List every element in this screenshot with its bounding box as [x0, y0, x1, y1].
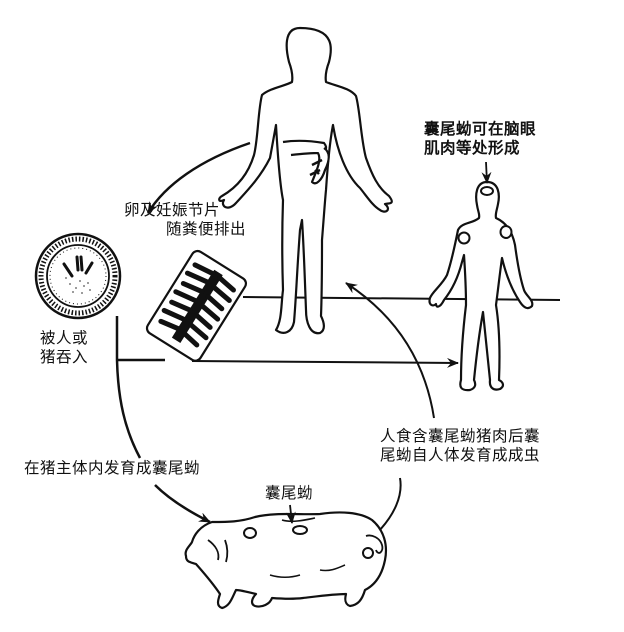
ingested-bracket: [115, 316, 165, 362]
label-eggs-proglottids: 卵及妊娠节片 随粪便排出: [124, 201, 246, 239]
label-cyst-sites: 囊尾蚴可在脑眼 肌肉等处形成: [424, 120, 536, 158]
label-cysticercus: 囊尾蚴: [265, 484, 313, 503]
label-cyst-sites-line1: 囊尾蚴可在脑眼: [424, 120, 537, 138]
label-human-eats-pork: 人食含囊尾蚴猪肉后囊 尾蚴自人体发育成成虫: [380, 427, 540, 465]
arrow-to-pig-head: [154, 484, 211, 524]
proglottid-icon: [145, 249, 248, 362]
arrow-pig-to-human-lower: [375, 477, 402, 535]
cyst-head-icon: [480, 186, 494, 196]
adult-human-figure: [218, 26, 393, 335]
pointer-to-head-cyst: [481, 161, 492, 184]
cyst-arm-right-icon: [499, 225, 513, 239]
infected-human-figure: [428, 180, 534, 392]
label-cysticercus-text: 囊尾蚴: [265, 484, 314, 502]
label-ingested: 被人或 猪吞入: [40, 329, 88, 367]
label-pig-develop: 在猪主体内发育成囊尾蚴: [24, 459, 200, 478]
label-ingested-line1: 被人或: [40, 329, 89, 347]
label-pig-develop-text: 在猪主体内发育成囊尾蚴: [24, 459, 201, 477]
pointer-to-pig-cyst: [285, 504, 296, 524]
label-human-eats-line2: 尾蚴自人体发育成成虫: [380, 446, 541, 464]
pig-figure: [184, 511, 388, 610]
label-eggs-line1: 卵及妊娠节片: [124, 201, 221, 219]
arrow-to-infected-human: [191, 357, 459, 368]
arrow-human-to-egg: [146, 141, 251, 214]
cyst-arm-left-icon: [457, 231, 471, 245]
label-ingested-line2: 猪吞入: [40, 348, 89, 366]
arrow-egg-to-pig: [115, 359, 142, 459]
label-eggs-line2: 随粪便排出: [166, 220, 247, 238]
label-human-eats-line1: 人食含囊尾蚴猪肉后囊: [380, 427, 541, 445]
egg-icon: [34, 232, 122, 320]
label-cyst-sites-line2: 肌肉等处形成: [424, 139, 521, 157]
arrow-pig-to-human-upper: [345, 282, 435, 419]
